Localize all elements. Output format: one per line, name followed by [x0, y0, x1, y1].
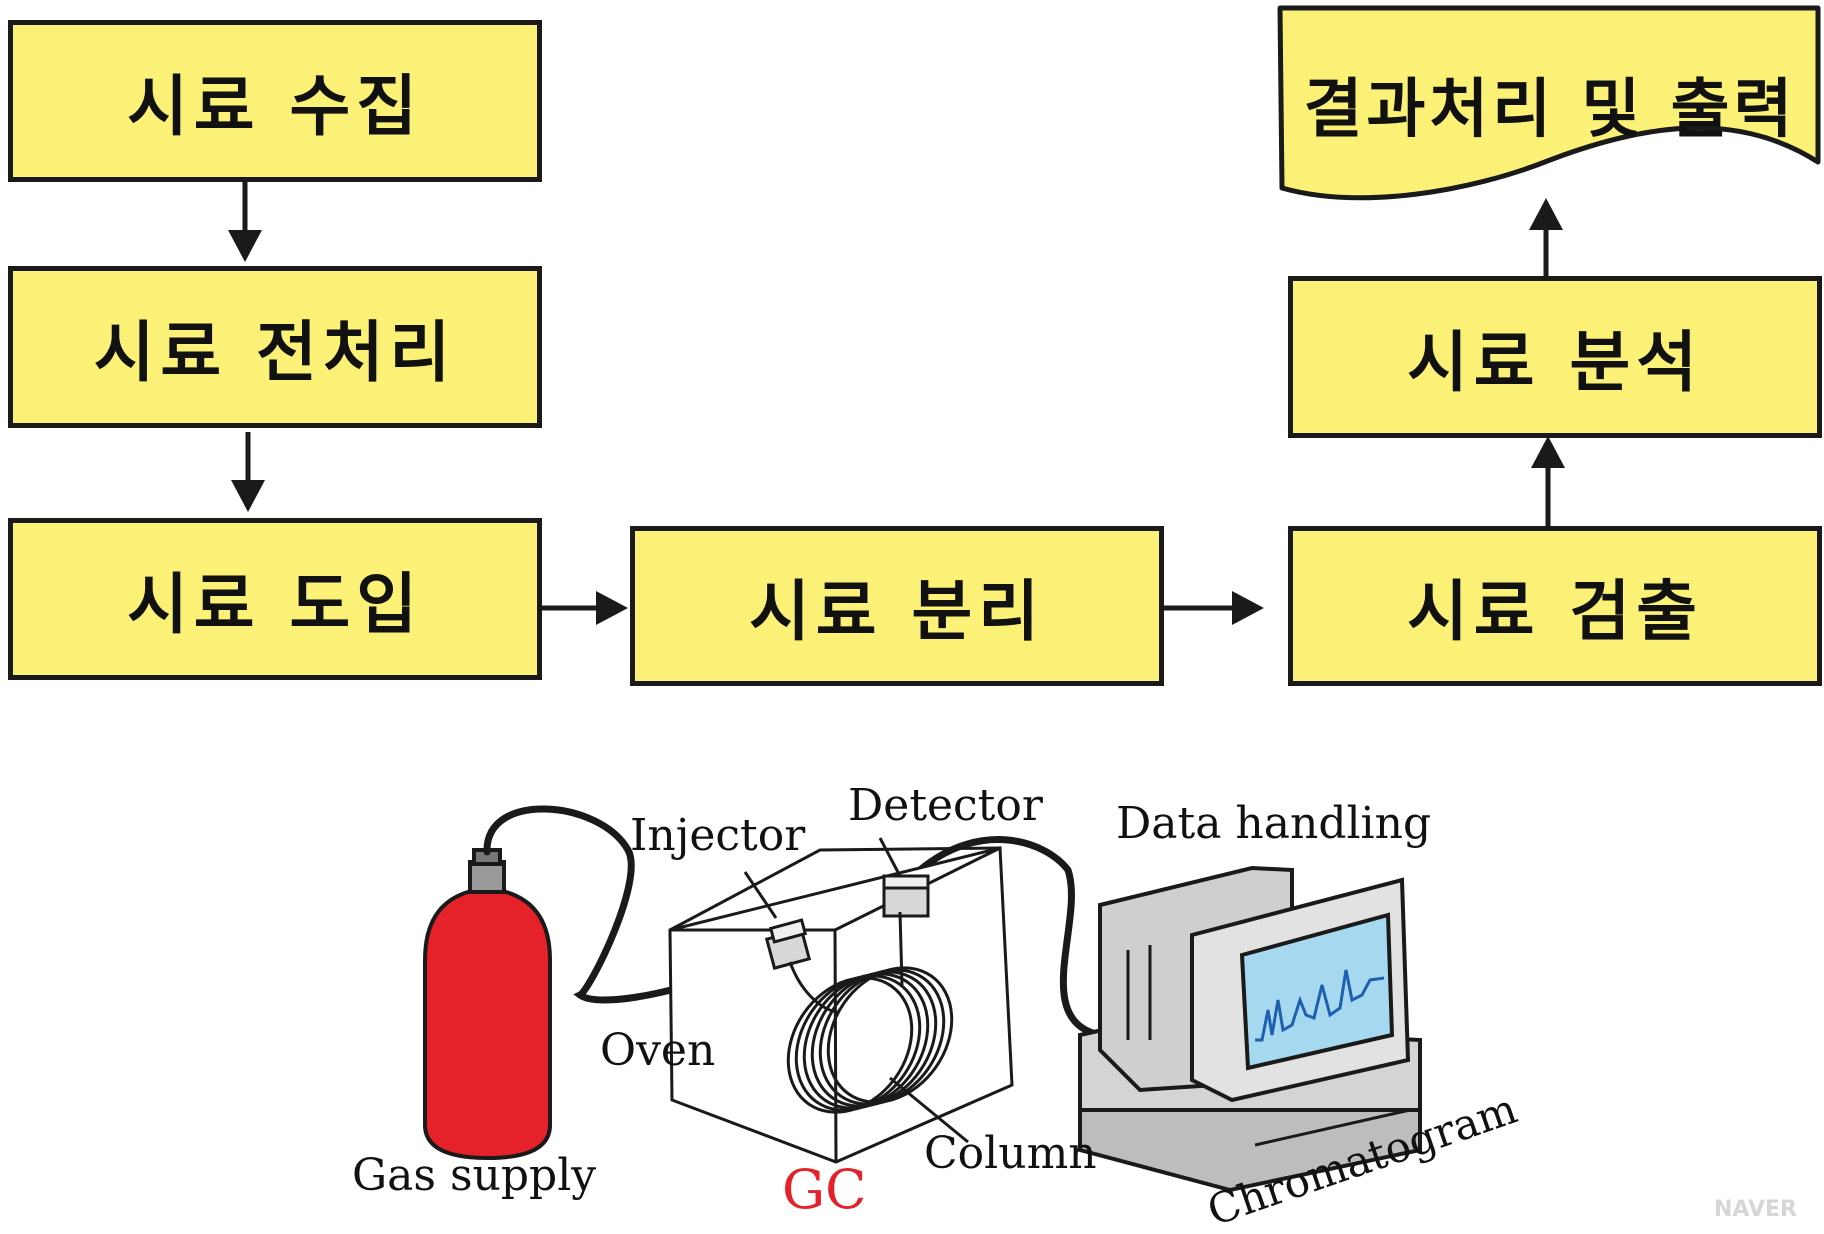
- arrow-head-2: [231, 480, 265, 512]
- monitor-screen: [1239, 912, 1395, 1071]
- box-sample-introduction: 시료 도입: [8, 518, 542, 680]
- computer-base-front: [1078, 1108, 1422, 1193]
- detector-port-icon: [882, 874, 930, 918]
- document-shape: [1277, 5, 1821, 201]
- column-coil-icon: [786, 911, 954, 1114]
- box-sample-separation-label: 시료 분리: [749, 573, 1045, 650]
- arrow-head-3: [596, 591, 628, 625]
- tube-gas-to-injector: [483, 805, 784, 1004]
- box-sample-collection-label: 시료 수집: [127, 68, 423, 145]
- flow-arrows: [228, 182, 1565, 625]
- cylinder-body: [423, 890, 552, 1161]
- label-gas-supply: Gas supply: [352, 1150, 596, 1201]
- oven-edge-back: [833, 929, 838, 1163]
- box-sample-preparation-label: 시료 전처리: [93, 314, 457, 391]
- chromatogram-trace: [1255, 969, 1385, 1042]
- label-column: Column: [924, 1128, 1097, 1179]
- box-sample-analysis-label: 시료 분석: [1407, 324, 1703, 401]
- arrow-head-5: [1531, 436, 1565, 468]
- box-sample-introduction-label: 시료 도입: [127, 566, 423, 643]
- watermark: NAVER: [1714, 1197, 1797, 1222]
- box-sample-preparation: 시료 전처리: [8, 266, 542, 428]
- computer-icon: [1078, 865, 1422, 1193]
- label-detector: Detector: [848, 780, 1044, 831]
- cylinder-valve: [468, 860, 506, 894]
- label-gc: GC: [782, 1158, 866, 1221]
- label-data-handling: Data handling: [1116, 798, 1431, 849]
- arrow-head-6: [1529, 198, 1563, 230]
- label-injector: Injector: [630, 810, 806, 861]
- gc-labels: Injector Detector Data handling Oven Gas…: [352, 780, 1797, 1234]
- oven-top: [669, 846, 1001, 932]
- box-sample-analysis: 시료 분석: [1288, 276, 1822, 438]
- box-result-output-label: 결과처리 및 출력: [1303, 73, 1797, 147]
- leader-lines: [743, 837, 969, 1144]
- box-sample-detection: 시료 검출: [1288, 526, 1822, 686]
- box-sample-collection: 시료 수집: [8, 20, 542, 182]
- tubing: [483, 805, 1104, 1039]
- label-oven: Oven: [600, 1025, 715, 1076]
- tube-detector-to-computer: [916, 836, 1104, 1039]
- box-sample-detection-label: 시료 검출: [1407, 573, 1703, 650]
- arrow-head-4: [1232, 591, 1264, 625]
- injector-port-icon: [764, 918, 812, 970]
- gas-cylinder-icon: [423, 848, 552, 1161]
- arrow-head-1: [228, 230, 262, 262]
- box-sample-separation: 시료 분리: [630, 526, 1164, 686]
